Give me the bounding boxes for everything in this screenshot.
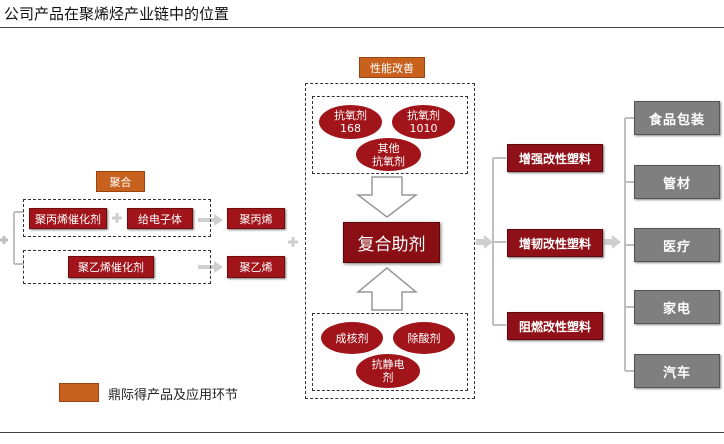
toughened-plastic-box: 增韧改性塑料 — [507, 229, 603, 257]
antioxidant-1010-oval: 抗氧剂 1010 — [392, 105, 455, 139]
legend-label: 鼎际得产品及应用环节 — [108, 388, 239, 403]
app-pipes: 管材 — [634, 165, 720, 199]
electron-donor-box: 给电子体 — [127, 208, 193, 229]
bottom-divider — [0, 432, 724, 433]
acid-scavenger-oval: 除酸剂 — [393, 322, 455, 354]
app-food-packaging: 食品包装 — [634, 101, 720, 135]
arrow-right-icon — [476, 235, 493, 249]
reinforced-plastic-box: 增强改性塑料 — [507, 144, 603, 172]
other-antioxidant-oval: 其他 抗氧剂 — [356, 138, 421, 171]
top-divider — [0, 27, 724, 28]
performance-outer-box — [305, 83, 475, 399]
page-title: 公司产品在聚烯烃产业链中的位置 — [4, 5, 230, 23]
flame-retardant-plastic-box: 阻燃改性塑料 — [507, 312, 603, 340]
antioxidant-168-oval: 抗氧剂 168 — [319, 105, 382, 139]
legend-swatch — [59, 383, 99, 402]
pp-group-box — [23, 199, 211, 237]
pe-catalyst-box: 聚乙烯催化剂 — [68, 256, 154, 278]
app-automotive: 汽车 — [634, 354, 720, 388]
app-appliances: 家电 — [634, 290, 720, 324]
arrow-right-icon — [604, 235, 621, 249]
performance-tag: 性能改善 — [359, 57, 425, 78]
pe-group-box — [23, 250, 211, 284]
additive-group-box — [312, 313, 468, 391]
polymerization-tag: 聚合 — [96, 171, 145, 192]
antistatic-agent-oval: 抗静电 剂 — [356, 354, 420, 388]
plus-icon — [0, 236, 8, 244]
compound-aid-box: 复合助剂 — [343, 222, 440, 263]
up-arrow-icon — [355, 267, 419, 311]
nucleating-agent-oval: 成核剂 — [321, 322, 383, 354]
polypropylene-box: 聚丙烯 — [227, 208, 285, 229]
down-arrow-icon — [355, 176, 419, 218]
polyethylene-box: 聚乙烯 — [227, 256, 285, 278]
antioxidant-group-box — [312, 96, 468, 174]
app-medical: 医疗 — [634, 228, 720, 262]
plus-icon — [288, 237, 298, 247]
plus-icon — [112, 213, 122, 223]
pp-catalyst-box: 聚丙烯催化剂 — [29, 208, 107, 229]
